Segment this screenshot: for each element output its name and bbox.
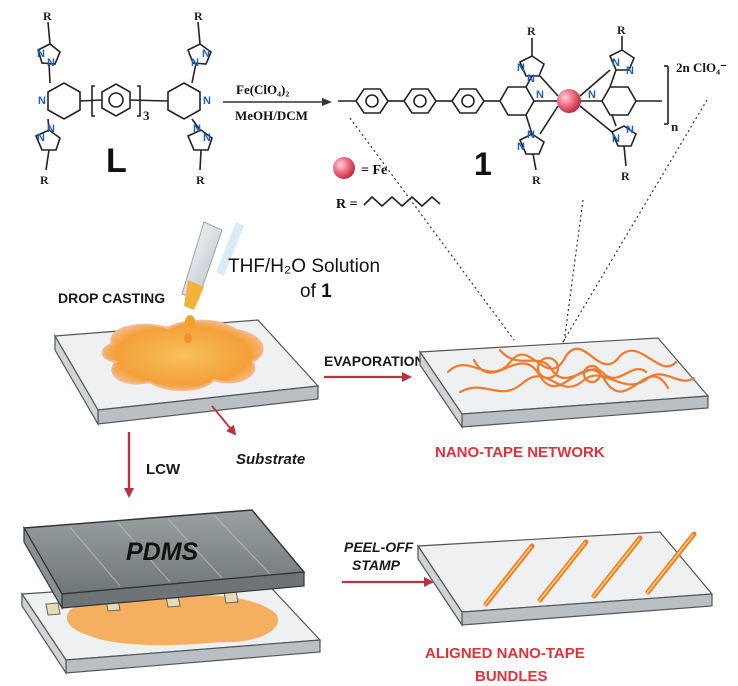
alkyl-chain — [363, 195, 441, 208]
ligand-label: L — [106, 142, 127, 180]
pipette — [181, 221, 244, 343]
svg-text:N: N — [193, 123, 201, 135]
aligned-substrate — [416, 531, 714, 627]
svg-text:N: N — [588, 89, 596, 101]
aligned-bundles-label-line2: BUNDLES — [475, 668, 548, 685]
ligand-structure — [34, 21, 213, 171]
r-label: R — [532, 173, 541, 187]
r-label: R — [40, 173, 49, 187]
r-label: R — [621, 169, 630, 183]
fe-legend-icon — [333, 157, 355, 179]
svg-text:N: N — [47, 57, 55, 69]
network-substrate — [418, 337, 710, 429]
svg-text:N: N — [527, 73, 535, 85]
solvent-label: MeOH/DCM — [235, 108, 308, 123]
r-label: R — [617, 23, 626, 37]
substrate-label: Substrate — [236, 451, 305, 468]
svg-text:N: N — [37, 132, 45, 144]
r-label: R — [194, 9, 203, 23]
svg-text:N: N — [203, 95, 211, 107]
substrate-pointer-arrow — [211, 405, 237, 436]
solution-droplet — [101, 319, 264, 391]
ligand-nitrogen-atoms: NN N NN NN N NN — [37, 48, 211, 144]
svg-text:N: N — [517, 62, 525, 74]
r-label: R — [527, 24, 536, 38]
evaporation-label: EVAPORATION — [324, 353, 425, 369]
svg-text:N: N — [626, 124, 634, 136]
svg-text:N: N — [612, 133, 620, 145]
aligned-bundles-label-line1: ALIGNED NANO-TAPE — [425, 645, 585, 662]
zoom-projection-lines — [349, 99, 708, 353]
r-legend-label: R = — [336, 197, 358, 212]
aligned-nano-tape-highlights — [484, 534, 694, 606]
svg-text:N: N — [536, 89, 544, 101]
svg-text:N: N — [202, 48, 210, 60]
fe-legend-label: = Fe — [361, 163, 387, 178]
nano-tape-network-label: NANO-TAPE NETWORK — [435, 444, 605, 461]
svg-text:N: N — [47, 123, 55, 135]
solution-label-prefix: of — [300, 281, 321, 302]
solution-label-line1: THF/H₂O Solution — [228, 256, 380, 277]
drop-casting-label: DROP CASTING — [58, 290, 165, 306]
svg-text:N: N — [517, 141, 525, 153]
polymer-subscript: n — [671, 119, 679, 134]
svg-text:N: N — [203, 132, 211, 144]
svg-text:N: N — [38, 95, 46, 107]
nano-tape-network — [446, 347, 696, 394]
svg-text:N: N — [612, 57, 620, 69]
svg-text:N: N — [37, 48, 45, 60]
r-label: R — [43, 9, 52, 23]
polymer-label: 1 — [474, 146, 492, 182]
reagent-label: Fe(ClO₄)₂ — [236, 82, 289, 97]
polymer-r-groups: R R R R — [527, 23, 630, 187]
svg-text:N: N — [626, 65, 634, 77]
svg-text:N: N — [191, 57, 199, 69]
peel-off-label-line2: STAMP — [352, 557, 401, 573]
repeat-subscript: 3 — [143, 108, 150, 123]
svg-text:N: N — [527, 129, 535, 141]
pdms-stamp — [22, 509, 306, 611]
polymer-nitrogen-atoms: NN N NN NN N NN — [517, 57, 634, 153]
pdms-label: PDMS — [126, 538, 199, 566]
r-label: R — [196, 173, 205, 187]
lcw-label: LCW — [146, 461, 181, 478]
peel-off-label-line1: PEEL-OFF — [344, 539, 414, 555]
counterion-label: 2n ClO₄⁻ — [676, 60, 727, 75]
polymer-structure — [338, 36, 669, 171]
ligand-r-groups: R R R R — [40, 9, 205, 187]
solution-label-compound: 1 — [321, 281, 332, 302]
fe-atom — [557, 89, 581, 113]
solution-label-line2: of 1 — [300, 281, 332, 302]
